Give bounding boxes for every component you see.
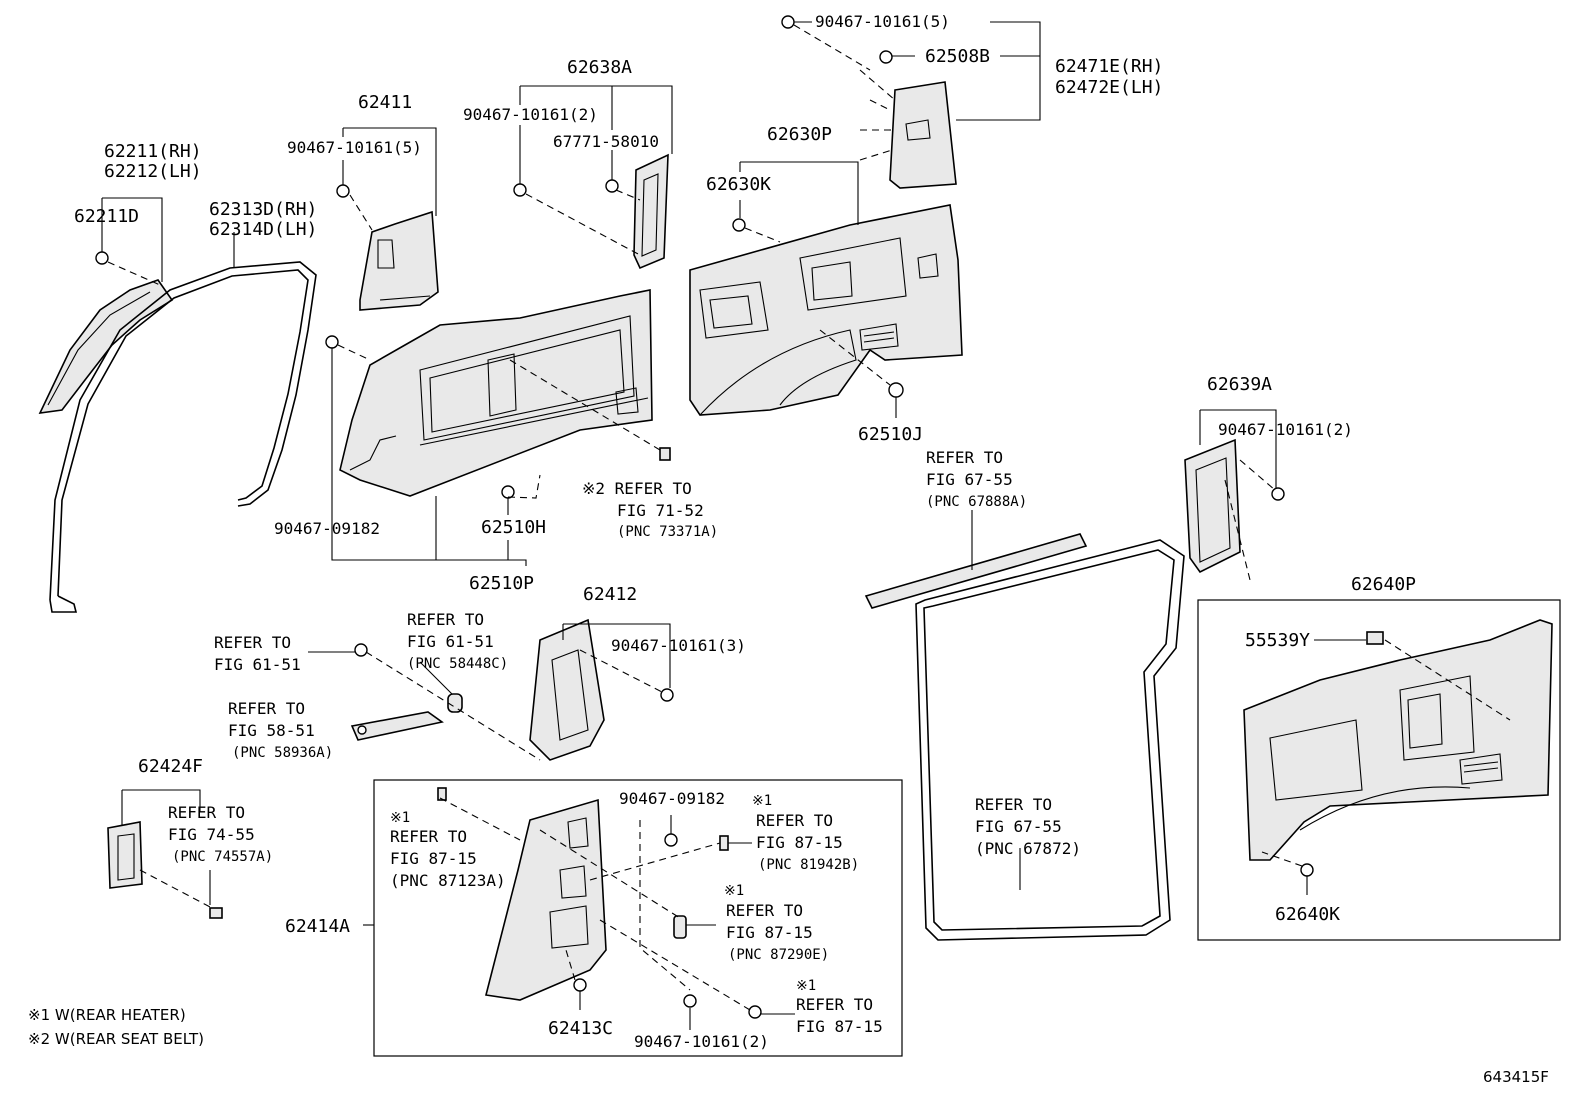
ref-6755b-line3: (PNC 67872) — [975, 839, 1081, 858]
rear-lower-trim-panel — [1243, 619, 1553, 861]
ref-8715b-line3: (PNC 81942B) — [758, 857, 859, 873]
front-pillar-garnish — [38, 279, 174, 414]
label-62640k: 62640K — [1275, 904, 1340, 925]
label-62212: 62212(LH) — [104, 161, 202, 182]
ref-8715c-line3: (PNC 87290E) — [728, 947, 829, 963]
small-trim-cover — [107, 821, 143, 889]
label-62471e: 62471E(RH) — [1055, 56, 1163, 77]
label-62314d: 62314D(LH) — [209, 219, 317, 240]
label-62630p: 62630P — [767, 124, 832, 145]
door-opening-weatherstrip — [49, 261, 317, 613]
ref-8715d-mark: ※1 — [796, 978, 816, 994]
label-90467-10161-5-b: 90467-10161(5) — [815, 12, 950, 31]
ref-8715b-line2: FIG 87-15 — [756, 833, 843, 852]
detail-box-62640p — [1197, 599, 1561, 941]
part-labels: 62211(RH) 62212(LH) 62211D 62313D(RH) 62… — [74, 12, 1549, 1086]
ref-8715c-line1: REFER TO — [726, 901, 803, 920]
footnote-1: ※1 W(REAR HEATER) — [28, 1006, 186, 1024]
label-90467-09182-b: 90467-09182 — [619, 789, 725, 808]
ref-8715c-line2: FIG 87-15 — [726, 923, 813, 942]
detail-box-62414a — [373, 779, 903, 1057]
label-62510p: 62510P — [469, 573, 534, 594]
ref-8715d-line2: FIG 87-15 — [796, 1017, 883, 1036]
hinge-cover-part — [350, 711, 444, 741]
label-62412: 62412 — [583, 584, 637, 605]
ref-5851-line2: FIG 58-51 — [228, 721, 315, 740]
label-62413c: 62413C — [548, 1018, 613, 1039]
catalog-id: 643415F — [1483, 1068, 1549, 1086]
door-glass-run-strip — [864, 533, 1088, 609]
label-90467-09182-a: 90467-09182 — [274, 519, 380, 538]
ref-6151b-line2: FIG 61-51 — [407, 632, 494, 651]
ref-7455-line3: (PNC 74557A) — [172, 849, 273, 865]
ref-6755b-line1: REFER TO — [975, 795, 1052, 814]
label-62640p: 62640P — [1351, 574, 1416, 595]
ref-6755a-line1: REFER TO — [926, 448, 1003, 467]
ref-6151b-line1: REFER TO — [407, 610, 484, 629]
label-90467-10161-2-c: 90467-10161(2) — [634, 1032, 769, 1051]
ref-6151a-line2: FIG 61-51 — [214, 655, 301, 674]
label-62424f: 62424F — [138, 756, 203, 777]
ref-6151a-line1: REFER TO — [214, 633, 291, 652]
back-door-pillar-garnish — [859, 69, 957, 189]
label-62630k: 62630K — [706, 174, 771, 195]
label-62313d: 62313D(RH) — [209, 199, 317, 220]
label-55539y: 55539Y — [1245, 630, 1310, 651]
rear-quarter-trim-panel — [689, 204, 963, 416]
ref-6151b-line3: (PNC 58448C) — [407, 656, 508, 672]
ref-8715a-mark: ※1 — [390, 810, 410, 826]
label-90467-10161-2-b: 90467-10161(2) — [1218, 420, 1353, 439]
reference-notes: ※2 REFER TO FIG 71-52 (PNC 73371A) REFER… — [168, 448, 1081, 1036]
clip-part — [209, 447, 1384, 919]
ref-8715a-line2: FIG 87-15 — [390, 849, 477, 868]
ref-7152-line2: FIG 71-52 — [617, 501, 704, 520]
ref-8715b-mark: ※1 — [752, 793, 772, 809]
label-90467-10161-5-a: 90467-10161(5) — [287, 138, 422, 157]
ref-7152-line1: ※2 REFER TO — [582, 479, 692, 498]
dashed-guide-lines — [107, 24, 1511, 1011]
leader-lines — [101, 21, 1366, 1030]
ref-6755a-line2: FIG 67-55 — [926, 470, 1013, 489]
ref-5851-line3: (PNC 58936A) — [232, 745, 333, 761]
label-62411: 62411 — [358, 92, 412, 113]
lower-center-pillar-garnish — [529, 618, 605, 761]
ref-8715d-line1: REFER TO — [796, 995, 873, 1014]
label-90467-10161-3: 90467-10161(3) — [611, 636, 746, 655]
bolt-fasteners — [95, 15, 1314, 1019]
ref-8715c-mark: ※1 — [724, 883, 744, 899]
label-62510j: 62510J — [858, 424, 923, 445]
label-62508b: 62508B — [925, 46, 990, 67]
label-62211d: 62211D — [74, 206, 139, 227]
center-pillar-garnish — [633, 153, 669, 270]
label-62414a: 62414A — [285, 916, 350, 937]
rear-quarter-lower-box-panel — [485, 798, 607, 1001]
label-90467-10161-2-a: 90467-10161(2) — [463, 105, 598, 124]
label-62639a: 62639A — [1207, 374, 1272, 395]
label-62510h: 62510H — [481, 517, 546, 538]
ref-8715a-line3: (PNC 87123A) — [390, 871, 506, 890]
label-62211: 62211(RH) — [104, 141, 202, 162]
label-67771-58010: 67771-58010 — [553, 132, 659, 151]
ref-6755b-line2: FIG 67-55 — [975, 817, 1062, 836]
heater-duct-plug — [673, 915, 687, 939]
ref-8715b-line1: REFER TO — [756, 811, 833, 830]
ref-8715a-line1: REFER TO — [390, 827, 467, 846]
ref-5851-line1: REFER TO — [228, 699, 305, 718]
label-62638a: 62638A — [567, 57, 632, 78]
ref-6755a-line3: (PNC 67888A) — [926, 494, 1027, 510]
grommet-part — [447, 693, 463, 713]
back-door-side-garnish — [1184, 438, 1241, 574]
quarter-upper-garnish — [359, 210, 439, 311]
footnotes: ※1 W(REAR HEATER) ※2 W(REAR SEAT BELT) — [28, 1006, 204, 1048]
label-62472e: 62472E(LH) — [1055, 77, 1163, 98]
ref-7455-line1: REFER TO — [168, 803, 245, 822]
footnote-2: ※2 W(REAR SEAT BELT) — [28, 1030, 204, 1048]
side-quarter-trim-panel — [339, 289, 653, 497]
ref-7152-line3: (PNC 73371A) — [617, 524, 718, 540]
ref-7455-line2: FIG 74-55 — [168, 825, 255, 844]
slide-door-weatherstrip — [915, 539, 1185, 941]
